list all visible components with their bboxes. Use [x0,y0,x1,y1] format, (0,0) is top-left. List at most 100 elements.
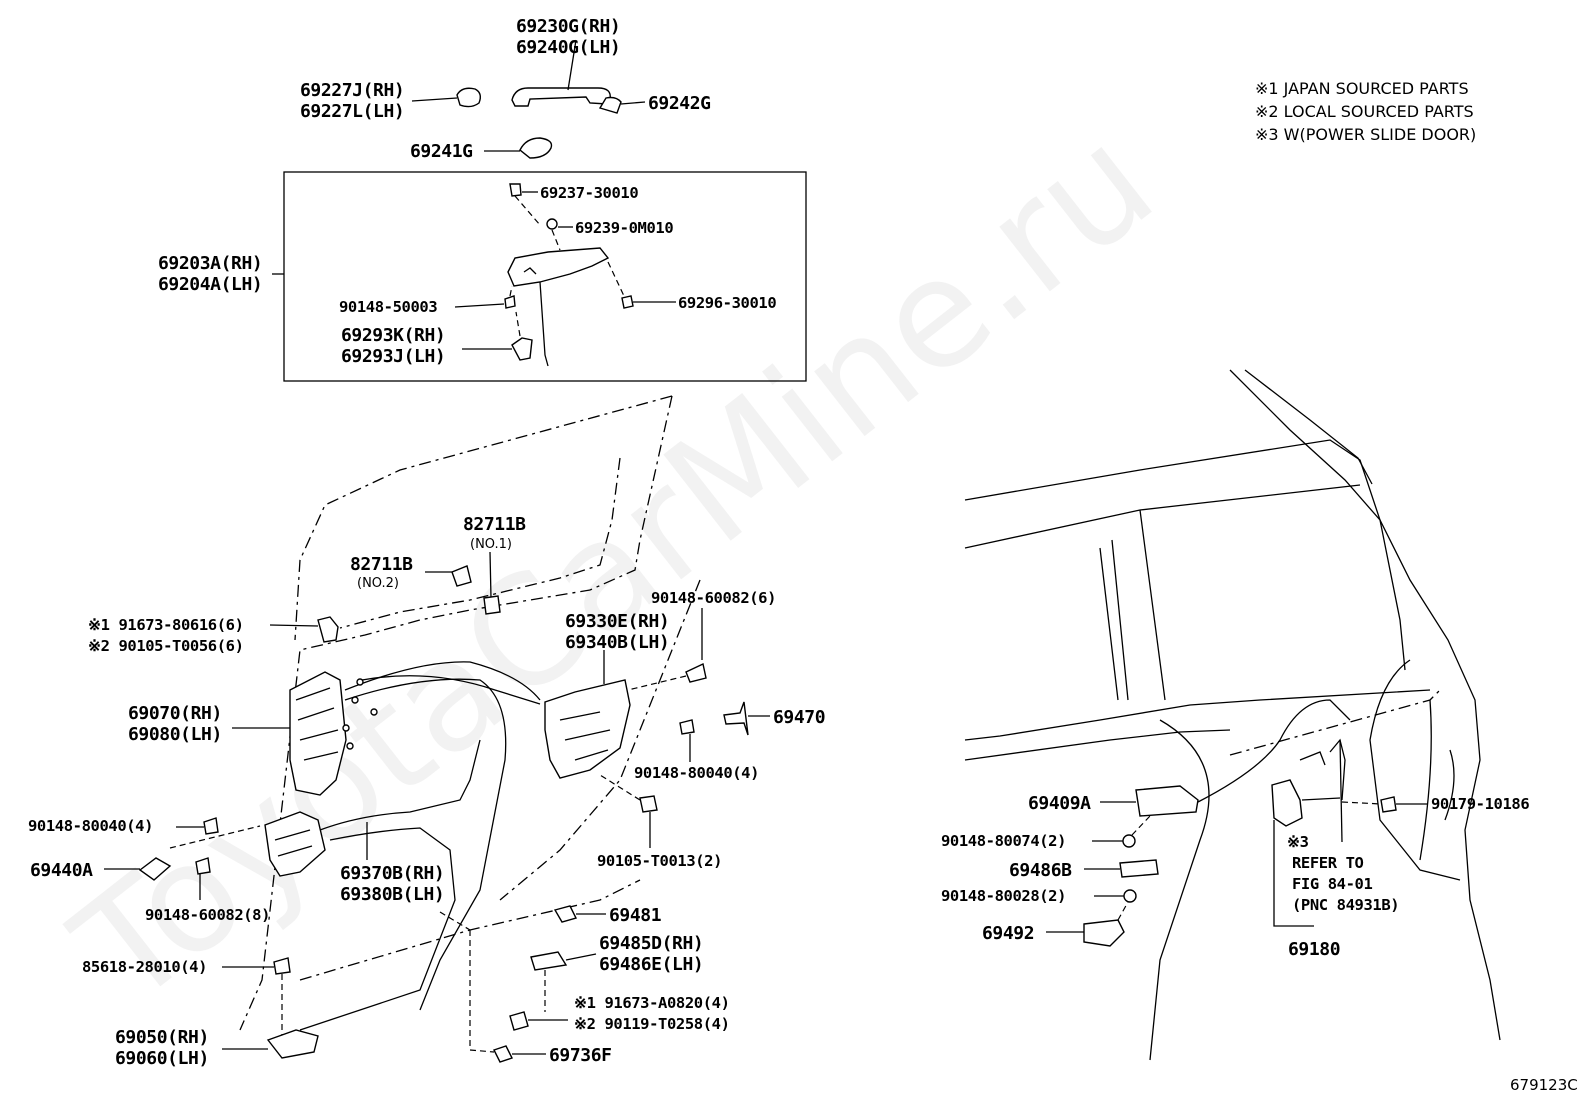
actuator-ribs [295,687,339,761]
cover-69486B [1119,859,1159,878]
label-69736F: 69736F [549,1045,612,1066]
b-pillar [1099,509,1166,701]
nut-69239 [546,218,558,230]
leader-69227 [411,97,458,102]
body-outline-rear [1229,369,1501,1041]
bracket-69485D [530,951,568,971]
label-69237: 69237-30010 [540,184,638,202]
handle-frame [507,247,610,287]
dash-90179 [1341,801,1382,805]
door-parts-group: 82711B (NO.1) 82711B (NO.2) ※1 91673-806… [28,514,826,1069]
label-90148-60082-8: 90148-60082(8) [145,906,270,924]
label-90105-T0056: ※2 90105-T0056(6) [88,637,244,655]
label-69203A: 69203A(RH) [158,253,262,274]
label-82711B-no1: 82711B [463,514,526,535]
door-outline-right [499,579,701,901]
leader-ref-bracket [1339,739,1343,843]
screw-90148-80040-b [203,817,219,835]
note-japan-sourced: ※1 JAPAN SOURCED PARTS [1255,79,1469,98]
label-69230G: 69230G(RH) [516,16,620,37]
rear-lock-rod [1301,738,1346,801]
rear-panel-curve [1149,719,1210,1061]
cable-d [319,739,481,831]
leader-90148-50003 [454,303,505,308]
cable-c [361,675,541,705]
label-69470: 69470 [773,707,825,728]
label-90179-10186: 90179-10186 [1431,795,1529,813]
leader-69242G [620,101,646,105]
label-69293J: 69293J(LH) [341,346,445,367]
leader-82711B-no1 [489,551,492,599]
frame-detail [523,267,537,275]
door-lock-69330E [544,679,631,779]
door-outline-inner [299,457,641,981]
vehicle-body-view [964,369,1501,1061]
bolt-91673-A0820 [509,1011,529,1031]
label-69070: 69070(RH) [128,703,222,724]
door-belt-line [964,689,1431,741]
bumper-69481 [553,905,578,923]
handle-frame-box: 69237-30010 69239-0M010 90148-50003 6929… [158,171,807,382]
window-outline [964,439,1406,671]
label-90148-80074: 90148-80074(2) [941,832,1066,850]
label-69204A: 69204A(LH) [158,274,262,295]
bracket-69492 [1083,919,1125,947]
note-power-slide-door: ※3 W(POWER SLIDE DOOR) [1255,125,1476,144]
dash-69492 [1117,901,1129,921]
dash-screw-lock [627,675,687,691]
body-roof-line [1244,369,1373,485]
screw-90148-80074 [1122,834,1136,848]
label-69486E: 69486E(LH) [599,954,703,975]
label-82711B-no1-sub: (NO.1) [470,537,512,552]
dash-frame-5 [515,311,521,337]
screw-90148-80040-a [679,719,695,735]
label-69492: 69492 [982,923,1034,944]
rear-lock-details [274,829,313,857]
clip-69237 [509,183,522,197]
label-69440A: 69440A [30,860,93,881]
label-69060: 69060(LH) [115,1048,209,1069]
cable-a [344,661,541,701]
cable-end-2 [351,696,359,704]
label-90105-T0013: 90105-T0013(2) [597,852,722,870]
label-69242G: 69242G [648,93,711,114]
label-69180: 69180 [1288,939,1340,960]
outside-handle-group: 69230G(RH) 69240G(LH) 69227J(RH) 69227L(… [300,16,711,162]
cable-end-3 [370,708,378,716]
rear-lock-69180 [1271,779,1303,827]
power-actuator-69070 [289,671,347,796]
label-ref3: ※3 [1287,833,1309,851]
note-local-sourced: ※2 LOCAL SOURCED PARTS [1255,102,1474,121]
figure-code: 679123C [1510,1076,1578,1094]
label-69481: 69481 [609,905,661,926]
label-69227J: 69227J(RH) [300,80,404,101]
label-82711B-no2-sub: (NO.2) [357,576,399,591]
dash-69736F-c [469,1049,495,1053]
outside-handle [511,87,611,107]
screw-90148-60082-6 [685,662,707,683]
label-69296: 69296-30010 [678,294,776,312]
clip-69293 [511,337,533,361]
screw-69296 [621,295,634,309]
connector-82711B-no1 [483,595,501,615]
cable-b [344,678,507,1011]
bolt-90105-T0013 [639,795,658,813]
cable-e [299,827,456,1031]
cable-end-1 [356,678,364,686]
connector-82711B-no2 [451,565,472,587]
door-outline-outer [239,395,673,1031]
slide-door-outline [239,395,701,1031]
label-69080: 69080(LH) [128,724,222,745]
dash-frame-4 [607,261,625,297]
label-91673-80616: ※1 91673-80616(6) [88,616,244,634]
label-69227L: 69227L(LH) [300,101,404,122]
dash-80074 [1131,815,1151,836]
label-69340B: 69340B(LH) [565,632,669,653]
rear-parts-group: 69409A 90148-80074(2) 69486B 90148-80028… [941,699,1530,960]
dash-frame-2 [551,229,561,251]
clip-69736F [493,1045,513,1063]
screw-90148-60082-8 [195,857,211,875]
wheel-arch [1369,659,1461,881]
label-69240G: 69240G(LH) [516,37,620,58]
